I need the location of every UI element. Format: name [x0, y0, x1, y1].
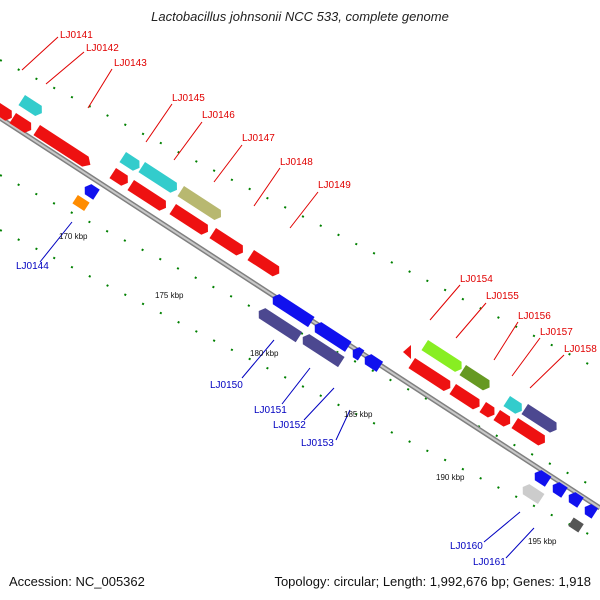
- gene-arrow[interactable]: [81, 182, 100, 200]
- tick-label: 190 kbp: [436, 473, 465, 482]
- forward-label-leaders: [21, 36, 565, 389]
- gene-arrow[interactable]: [119, 152, 142, 173]
- gene-label-lj0148[interactable]: LJ0148: [280, 157, 313, 168]
- gene-label-lj0157[interactable]: LJ0157: [540, 327, 573, 338]
- gene-label-lj0141[interactable]: LJ0141: [60, 30, 93, 41]
- gene-label-lj0149[interactable]: LJ0149: [318, 180, 351, 191]
- tick-row: [0, 229, 600, 541]
- gene-arrow[interactable]: [109, 168, 131, 188]
- tick-labels: 170 kbp 175 kbp 180 kbp 185 kbp 190 kbp …: [59, 232, 557, 546]
- tick-label: 170 kbp: [59, 232, 88, 241]
- reverse-genes: [72, 182, 599, 533]
- gene-arrow[interactable]: [459, 365, 492, 392]
- gene-arrow[interactable]: [531, 468, 552, 487]
- gene-label-lj0160[interactable]: LJ0160: [450, 541, 483, 552]
- gene-arrow[interactable]: [349, 345, 365, 361]
- gene-label-lj0146[interactable]: LJ0146: [202, 110, 235, 121]
- map-title: Lactobacillus johnsonii NCC 533, complet…: [151, 9, 449, 24]
- tick-label: 185 kbp: [344, 410, 373, 419]
- reverse-labels: LJ0144 LJ0150 LJ0151 LJ0152 LJ0153 LJ016…: [16, 261, 506, 568]
- gene-label-lj0144[interactable]: LJ0144: [16, 261, 49, 272]
- gene-arrow[interactable]: [138, 162, 180, 195]
- forward-labels: LJ0141 LJ0142 LJ0143 LJ0145 LJ0146 LJ014…: [60, 30, 597, 355]
- gene-label-lj0161[interactable]: LJ0161: [473, 557, 506, 568]
- gene-arrow[interactable]: [493, 410, 513, 429]
- gene-label-lj0143[interactable]: LJ0143: [114, 58, 147, 69]
- accession-label: Accession: NC_005362: [9, 574, 145, 589]
- gene-arrow[interactable]: [421, 340, 464, 374]
- gene-arrow[interactable]: [255, 306, 303, 343]
- gene-arrow[interactable]: [311, 320, 352, 352]
- forward-genes: [0, 95, 559, 448]
- gene-box[interactable]: [72, 194, 90, 212]
- gene-arrow[interactable]: [361, 352, 384, 372]
- reverse-label-leaders: [39, 221, 535, 559]
- gene-label-lj0142[interactable]: LJ0142: [86, 43, 119, 54]
- genome-summary: Topology: circular; Length: 1,992,676 bp…: [274, 574, 591, 589]
- gene-arrow[interactable]: [503, 396, 525, 416]
- gene-arrow[interactable]: [299, 332, 345, 368]
- gene-arrow[interactable]: [565, 490, 584, 508]
- gene-arrow[interactable]: [18, 95, 45, 118]
- gene-arrow[interactable]: [479, 402, 497, 420]
- gene-arrow[interactable]: [511, 418, 548, 448]
- gene-arrow[interactable]: [269, 292, 315, 328]
- gene-arrow[interactable]: [247, 250, 282, 279]
- gene-arrow[interactable]: [408, 358, 453, 393]
- gene-label-lj0152[interactable]: LJ0152: [273, 420, 306, 431]
- gene-box[interactable]: [568, 517, 584, 533]
- gene-arrow[interactable]: [449, 384, 482, 411]
- tick-label: 180 kbp: [250, 349, 279, 358]
- gene-label-lj0154[interactable]: LJ0154: [460, 274, 493, 285]
- gene-arrow[interactable]: [519, 482, 545, 505]
- gene-arrow[interactable]: [169, 204, 211, 237]
- gene-arrow[interactable]: [177, 186, 224, 222]
- gene-arrow[interactable]: [549, 480, 568, 498]
- gene-arrow[interactable]: [9, 113, 34, 135]
- gene-label-lj0147[interactable]: LJ0147: [242, 133, 275, 144]
- gene-arrow[interactable]: [581, 502, 599, 519]
- gene-label-lj0158[interactable]: LJ0158: [564, 344, 597, 355]
- small-gene-triangle[interactable]: [403, 345, 411, 359]
- gene-label-lj0155[interactable]: LJ0155: [486, 291, 519, 302]
- gene-label-lj0151[interactable]: LJ0151: [254, 405, 287, 416]
- gene-arrow[interactable]: [209, 228, 246, 258]
- gene-arrow[interactable]: [127, 180, 169, 213]
- tick-label: 195 kbp: [528, 537, 557, 546]
- gene-label-lj0150[interactable]: LJ0150: [210, 380, 243, 391]
- gene-arrow[interactable]: [33, 125, 93, 170]
- gene-arrow[interactable]: [0, 103, 15, 123]
- gene-label-lj0145[interactable]: LJ0145: [172, 93, 205, 104]
- gene-label-lj0153[interactable]: LJ0153: [301, 438, 334, 449]
- gene-arrow[interactable]: [521, 404, 559, 435]
- gene-label-lj0156[interactable]: LJ0156: [518, 311, 551, 322]
- tick-label: 175 kbp: [155, 291, 184, 300]
